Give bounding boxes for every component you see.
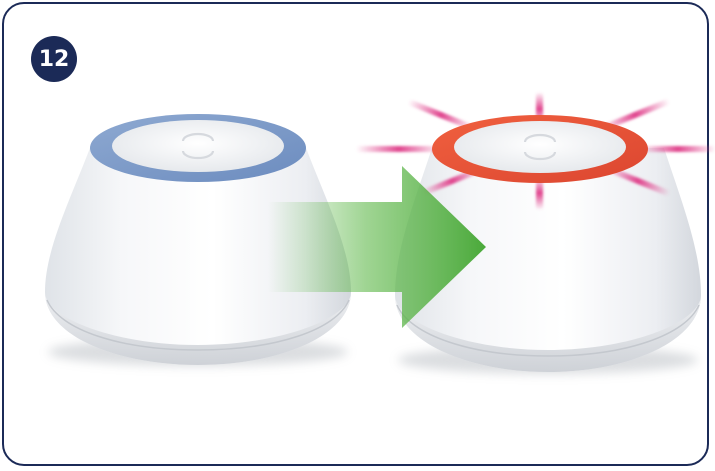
device-active [356, 92, 715, 374]
step-number-badge: 12 [31, 36, 77, 82]
button-icon [523, 133, 557, 161]
arrow-right-icon [268, 166, 486, 328]
button-icon [181, 132, 215, 160]
glow-rays-icon [356, 92, 715, 210]
